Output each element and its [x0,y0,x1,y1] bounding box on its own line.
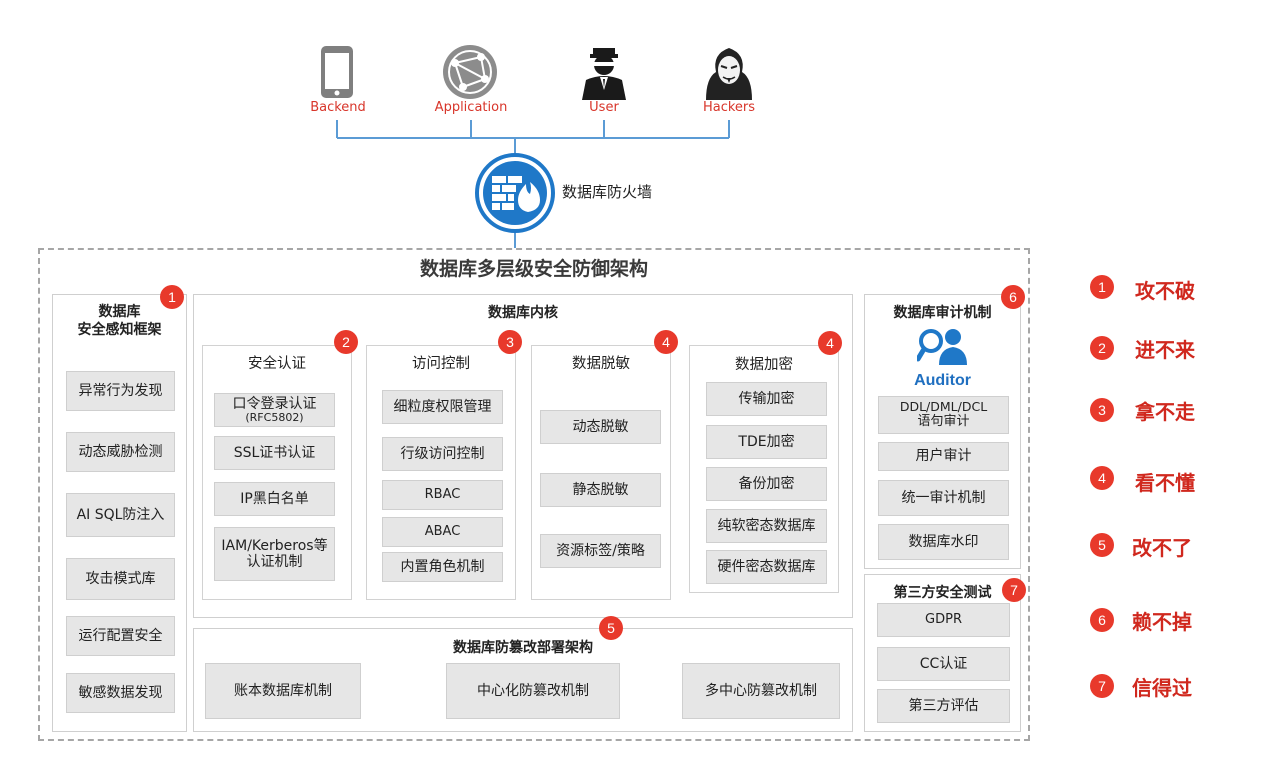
legend-text-3: 拿不走 [1135,400,1195,424]
password-auth-item: 口令登录认证 (RFC5802) [214,393,335,427]
iam-kerberos-item: IAM/Kerberos等 认证机制 [214,527,335,581]
hackers-label: Hackers [702,100,756,115]
attack-pattern-item: 攻击模式库 [66,558,175,600]
audit-panel: 数据库审计机制 Auditor DDL/DML/DCL 语句审计 用户审计 统一… [864,294,1021,569]
statement-audit-text: 语句审计 [917,413,970,429]
thirdparty-panel: 第三方安全测试 GDPR CC认证 第三方评估 [864,574,1021,732]
application-label: Application [434,100,508,115]
auth-panel: 安全认证 口令登录认证 (RFC5802) SSL证书认证 IP黑白名单 IAM… [202,345,352,600]
encryption-panel: 数据加密 传输加密 TDE加密 备份加密 纯软密态数据库 硬件密态数据库 [689,345,839,593]
legend-text-7: 信得过 [1132,676,1192,700]
auth-badge: 2 [334,330,358,354]
hardware-encrypted-db-item: 硬件密态数据库 [706,550,827,584]
third-party-eval-item: 第三方评估 [877,689,1010,723]
user-label: User [589,100,619,115]
row-level-item: 行级访问控制 [382,437,503,471]
masking-badge: 4 [654,330,678,354]
builtin-role-item: 内置角色机制 [382,552,503,582]
soft-encrypted-db-item: 纯软密态数据库 [706,509,827,543]
backup-encryption-item: 备份加密 [706,467,827,501]
legend-badge-6: 6 [1090,608,1114,632]
resource-tag-item: 资源标签/策略 [540,534,661,568]
transport-encryption-item: 传输加密 [706,382,827,416]
static-masking-item: 静态脱敏 [540,473,661,507]
ledger-db-item: 账本数据库机制 [205,663,361,719]
ai-sql-injection-item: AI SQL防注入 [66,493,175,537]
user-audit-item: 用户审计 [878,442,1009,471]
statement-audit-item: DDL/DML/DCL 语句审计 [878,396,1009,434]
perception-badge: 1 [160,285,184,309]
ssl-auth-item: SSL证书认证 [214,436,335,470]
thirdparty-title: 第三方安全测试 [893,585,992,601]
perception-title-line1: 数据库 [98,304,141,320]
cc-cert-item: CC认证 [877,647,1010,681]
legend-badge-4: 4 [1090,466,1114,490]
thirdparty-badge: 7 [1002,578,1026,602]
kernel-title: 数据库内核 [488,305,558,321]
dynamic-masking-item: 动态脱敏 [540,410,661,444]
audit-title: 数据库审计机制 [893,305,992,321]
auth-title: 安全认证 [248,356,306,372]
centralized-tamper-item: 中心化防篡改机制 [446,663,620,719]
mobile-phone-icon [321,46,353,98]
access-panel: 访问控制 细粒度权限管理 行级访问控制 RBAC ABAC 内置角色机制 [366,345,516,600]
legend-badge-3: 3 [1090,398,1114,422]
access-badge: 3 [498,330,522,354]
audit-badge: 6 [1001,285,1025,309]
auditor-magnifier-icon [917,329,967,365]
dynamic-threat-item: 动态威胁检测 [66,432,175,472]
legend-text-6: 赖不掉 [1132,610,1192,634]
perception-title-line2: 安全感知框架 [77,322,162,338]
encryption-title: 数据加密 [735,357,793,373]
multi-center-tamper-item: 多中心防篡改机制 [682,663,840,719]
sensitive-data-item: 敏感数据发现 [66,673,175,713]
gdpr-item: GDPR [877,603,1010,637]
access-title: 访问控制 [412,356,470,372]
tamper-badge: 5 [599,616,623,640]
firewall-label: 数据库防火墙 [562,183,653,201]
network-globe-icon [443,45,497,99]
legend-text-1: 攻不破 [1135,279,1195,303]
rfc-text: (RFC5802) [245,410,304,424]
masking-panel: 数据脱敏 动态脱敏 静态脱敏 资源标签/策略 [531,345,671,600]
legend-badge-2: 2 [1090,336,1114,360]
legend-badge-5: 5 [1090,533,1114,557]
main-title: 数据库多层级安全防御架构 [419,258,648,280]
legend-text-2: 进不来 [1135,338,1195,362]
architecture-frame [38,248,1030,741]
ddl-dml-dcl-text: DDL/DML/DCL [899,399,988,415]
fine-grained-item: 细粒度权限管理 [382,390,503,424]
businessman-user-icon [582,48,626,100]
runtime-config-item: 运行配置安全 [66,616,175,656]
legend-badge-7: 7 [1090,674,1114,698]
encryption-badge: 4 [818,331,842,355]
unified-audit-item: 统一审计机制 [878,480,1009,516]
abac-item: ABAC [382,517,503,547]
tamper-title: 数据库防篡改部署架构 [453,640,593,656]
abnormal-behavior-item: 异常行为发现 [66,371,175,411]
hacker-mask-icon [706,48,752,100]
perception-panel: 数据库 安全感知框架 异常行为发现 动态威胁检测 AI SQL防注入 攻击模式库… [52,294,187,732]
tde-encryption-item: TDE加密 [706,425,827,459]
rbac-item: RBAC [382,480,503,510]
masking-title: 数据脱敏 [572,356,630,372]
db-watermark-item: 数据库水印 [878,524,1009,560]
password-auth-text: 口令登录认证 [232,395,317,412]
tamper-panel: 数据库防篡改部署架构 账本数据库机制 中心化防篡改机制 多中心防篡改机制 [193,628,853,732]
firewall-icon [475,153,555,233]
ip-list-item: IP黑白名单 [214,482,335,516]
legend-text-5: 改不了 [1132,536,1192,560]
legend-text-4: 看不懂 [1135,471,1195,495]
auditor-label: Auditor [914,372,971,389]
connector-lines [336,120,730,248]
backend-label: Backend [310,100,366,115]
legend-badge-1: 1 [1090,275,1114,299]
auth-mechanism-text: 认证机制 [246,554,303,570]
iam-kerberos-text: IAM/Kerberos等 [221,537,328,554]
